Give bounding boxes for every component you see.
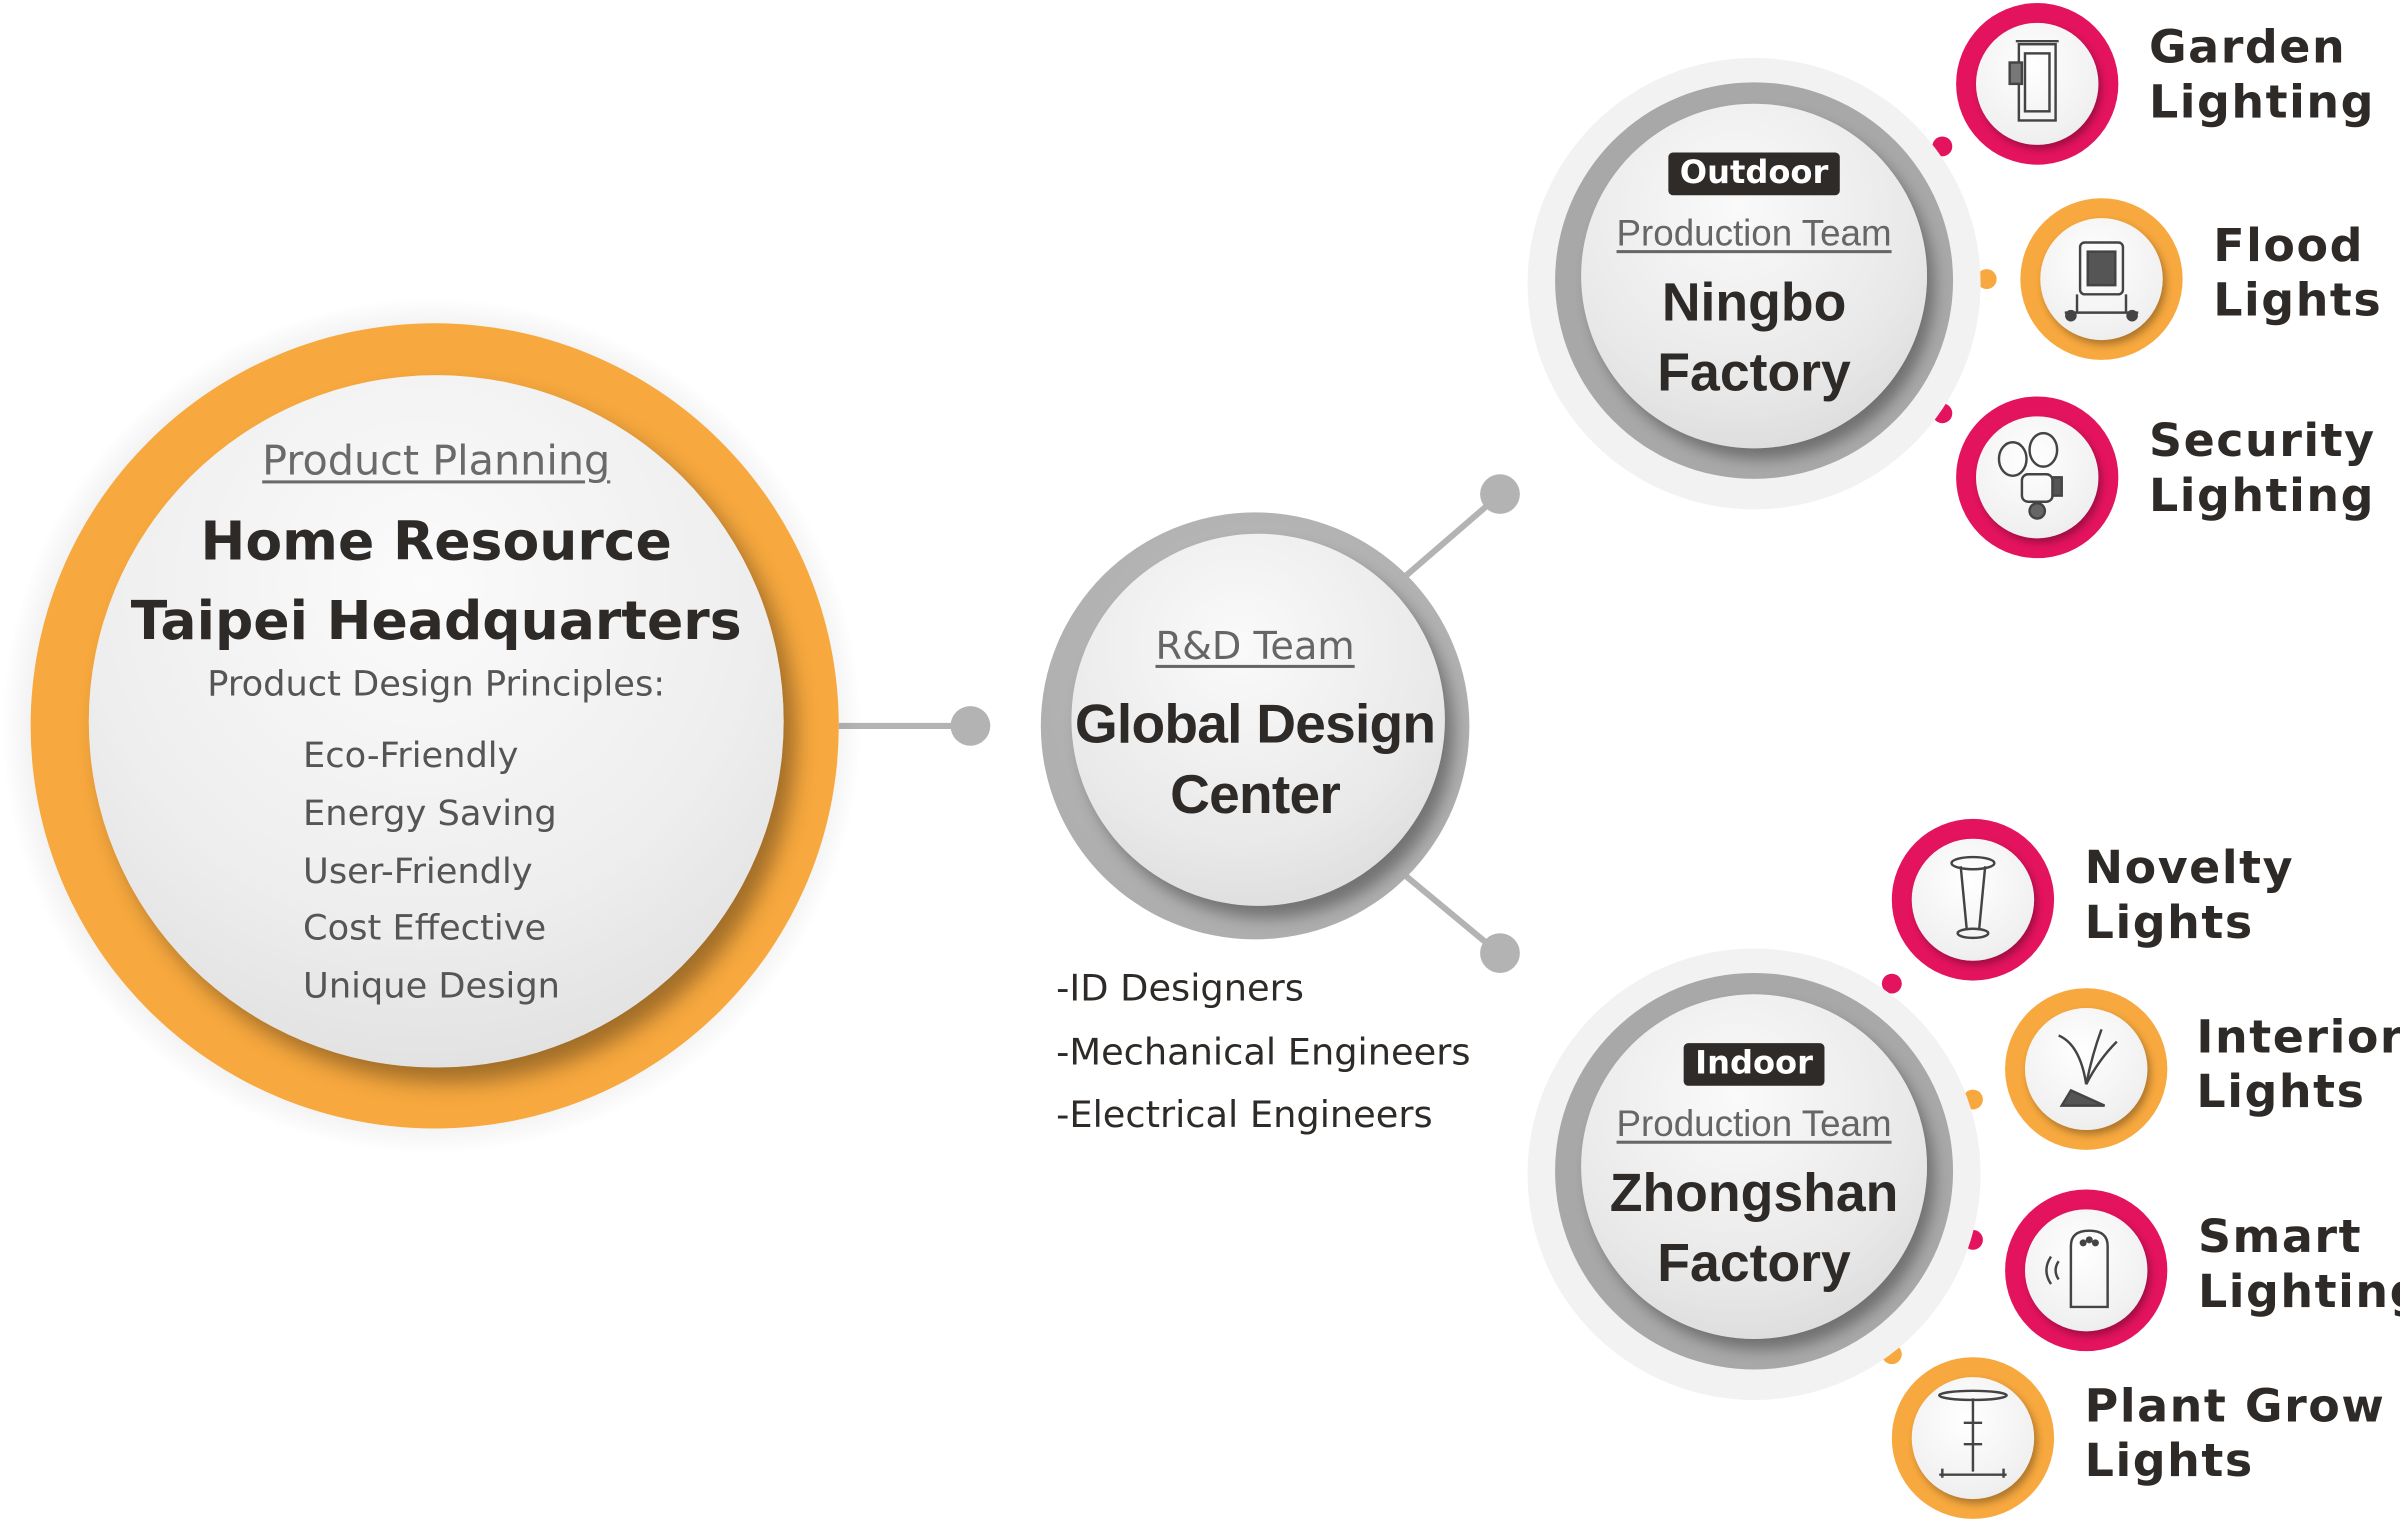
hq-node — [88, 375, 784, 1068]
product-label-line: Plant Grow — [2084, 1380, 2386, 1434]
product-disc — [2040, 218, 2163, 341]
zhongshan-name: Zhongshan Factory — [1555, 1159, 1953, 1299]
product-label-line: Novelty — [2084, 841, 2295, 896]
product-disc — [2024, 1008, 2148, 1131]
principles-heading: Product Design Principles: — [207, 664, 666, 705]
hq-subtitle: Product Planning — [262, 437, 611, 485]
product-label-line: Interior — [2196, 1011, 2400, 1065]
hq-title-line: Home Resource — [200, 512, 672, 574]
product-label-novelty: Novelty Lights — [2085, 842, 2294, 952]
connector-dot — [1480, 933, 1520, 973]
smart-speaker-icon — [2045, 1229, 2109, 1309]
ningbo-team-label: Production Team — [1616, 213, 1892, 255]
hq-title-line: Taipei Headquarters — [130, 591, 742, 653]
desk-lamp-icon — [2058, 1028, 2118, 1107]
product-label-line: Lights — [2213, 274, 2383, 328]
rd-title: Global Design Center — [1041, 689, 1470, 829]
product-label-interior: Interior Lights — [2196, 1011, 2400, 1121]
product-label-security: Security Lighting — [2149, 415, 2376, 525]
product-label-line: Lighting — [2197, 1265, 2400, 1320]
product-disc — [2024, 1209, 2148, 1332]
product-disc — [1976, 416, 2099, 539]
principle-item: Cost Effective — [303, 909, 547, 950]
product-disc — [1911, 1377, 2035, 1500]
principles-list: Eco-Friendly Energy Saving User-Friendly… — [303, 729, 701, 1017]
flood-light-icon — [2064, 241, 2139, 322]
principle-item: Energy Saving — [303, 794, 557, 834]
principle-item: User-Friendly — [303, 851, 533, 892]
rd-node — [1071, 533, 1445, 906]
rd-team-label: R&D Team — [1155, 623, 1355, 668]
garden-lantern-icon — [2008, 39, 2059, 122]
connector-dot — [950, 706, 991, 746]
factory-name-line: Ningbo — [1661, 272, 1847, 333]
product-label-line: Flood — [2213, 219, 2364, 273]
product-label-flood: Flood Lights — [2213, 220, 2382, 330]
product-label-line: Lighting — [2148, 76, 2376, 130]
hq-title: Home Resource Taipei Headquarters — [89, 503, 784, 662]
rd-roles-list: -ID Designers -Mechanical Engineers -Ele… — [1056, 958, 1470, 1148]
principle-item: Eco-Friendly — [303, 736, 519, 777]
factory-name-line: Factory — [1657, 1233, 1851, 1294]
product-label-line: Lights — [2084, 896, 2254, 951]
role-item: -Mechanical Engineers — [1056, 1030, 1471, 1073]
outdoor-badge: Outdoor — [1669, 152, 1840, 196]
product-label-line: Garden — [2148, 21, 2347, 75]
factory-name-line: Factory — [1657, 343, 1851, 403]
product-label-line: Lights — [2084, 1435, 2254, 1489]
product-disc — [1976, 22, 2099, 145]
product-label-garden: Garden Lighting — [2149, 21, 2375, 131]
product-label-line: Lighting — [2148, 469, 2376, 524]
grow-light-icon — [1938, 1389, 2008, 1478]
product-disc — [1911, 838, 2035, 961]
factory-name-line: Zhongshan — [1609, 1163, 1899, 1224]
rd-title-line: Global Design — [1074, 692, 1436, 755]
rd-title-line: Center — [1170, 762, 1341, 826]
principle-item: Unique Design — [303, 967, 560, 1007]
role-item: -ID Designers — [1056, 966, 1304, 1010]
product-label-line: Lights — [2196, 1065, 2366, 1120]
security-light-icon — [1997, 431, 2063, 520]
product-label-smart: Smart Lighting — [2198, 1211, 2400, 1321]
connector-dot — [1480, 474, 1520, 514]
product-label-plant-grow: Plant Grow Lights — [2085, 1380, 2386, 1490]
indoor-badge: Indoor — [1684, 1043, 1824, 1086]
zhongshan-badge-wrap: Indoor — [1555, 1043, 1953, 1086]
zhongshan-team-label: Production Team — [1616, 1104, 1892, 1146]
ningbo-name: Ningbo Factory — [1555, 268, 1953, 408]
product-label-line: Smart — [2197, 1210, 2363, 1265]
table-lamp-icon — [1950, 855, 1996, 940]
ningbo-badge-wrap: Outdoor — [1555, 152, 1953, 196]
role-item: -Electrical Engineers — [1056, 1093, 1433, 1137]
product-label-line: Security — [2148, 414, 2376, 469]
